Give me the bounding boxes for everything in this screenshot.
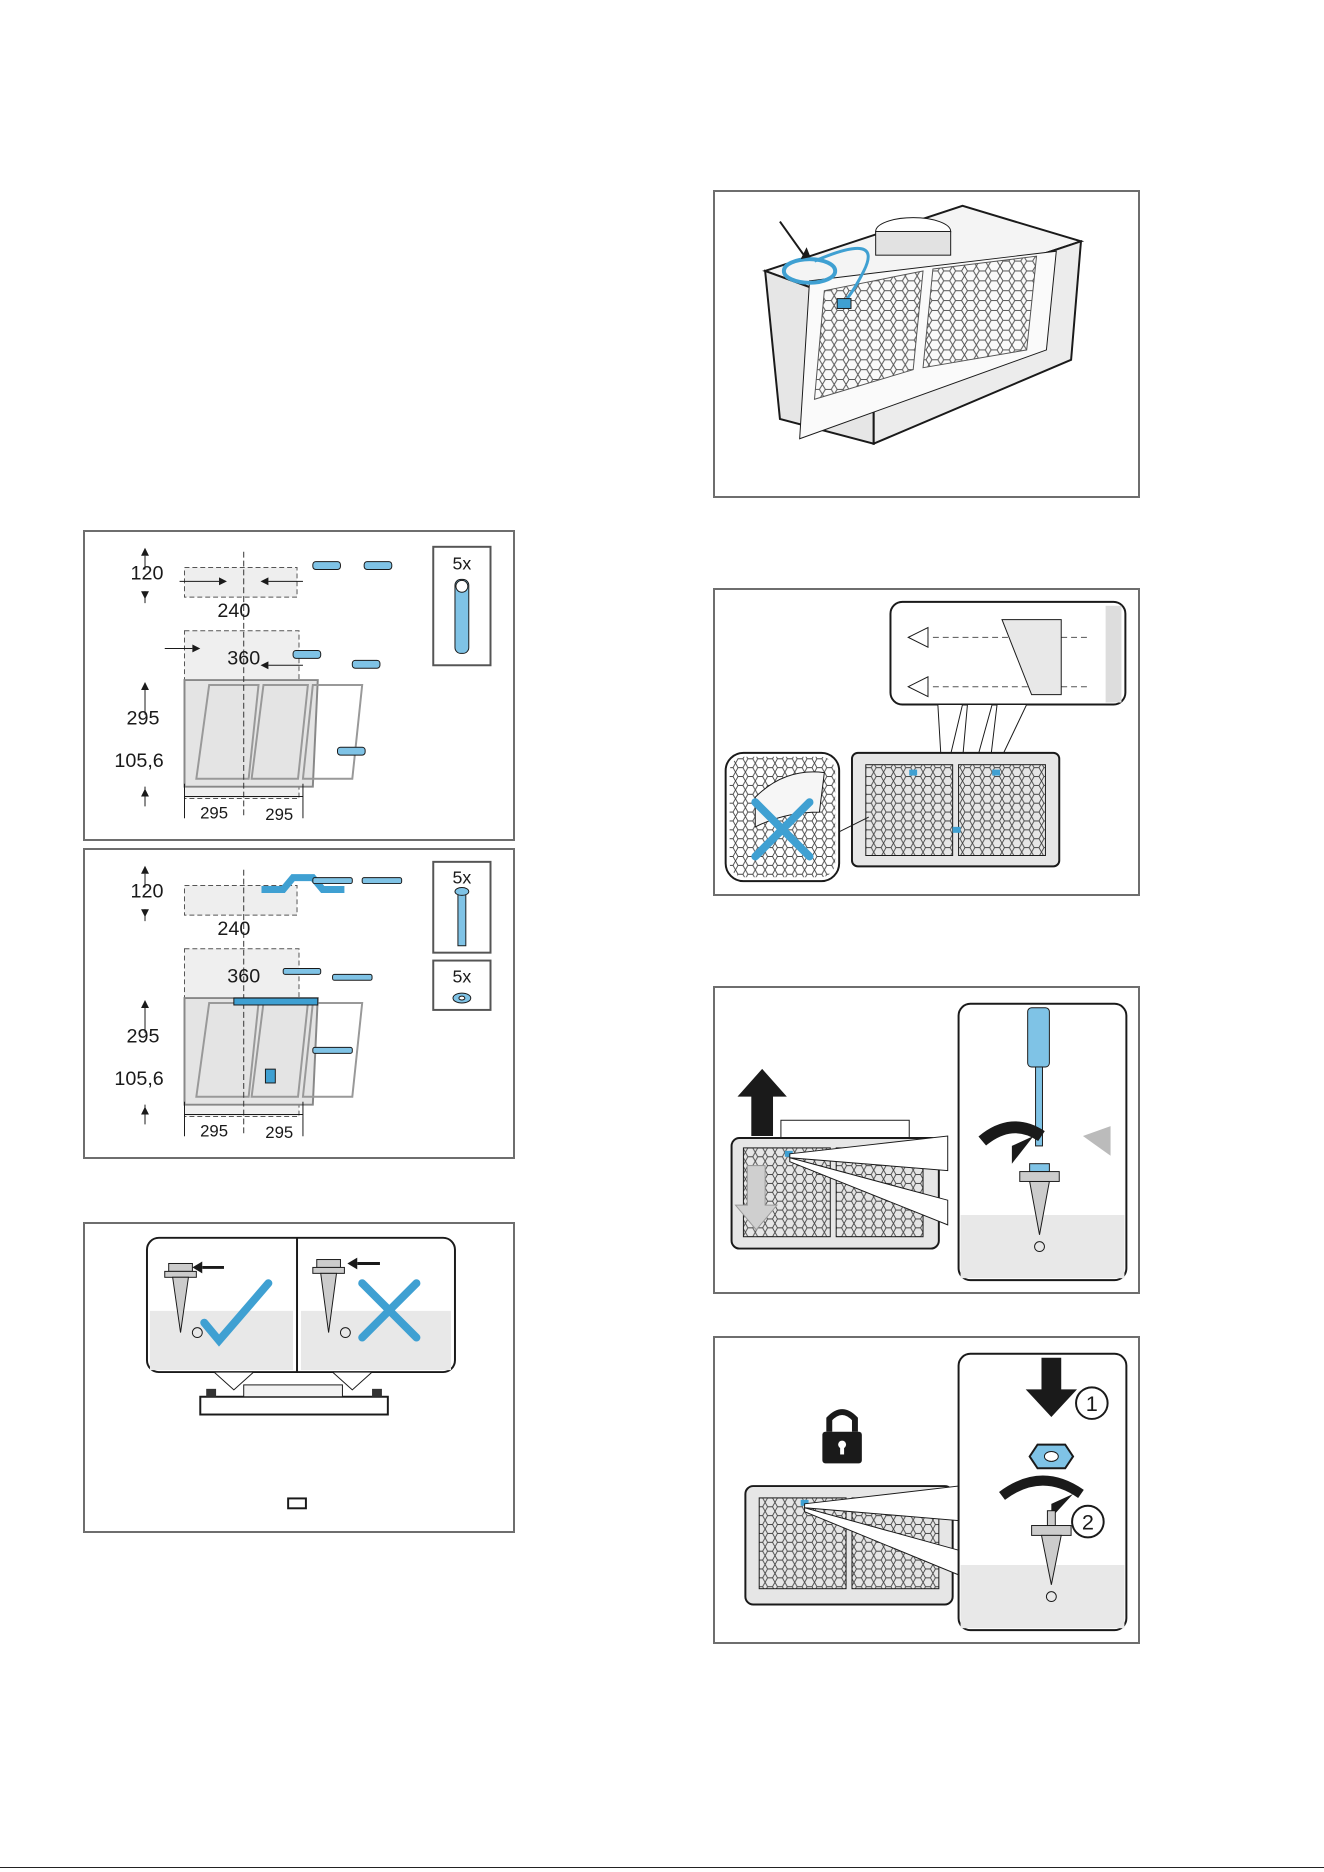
step-number-1: 1 [1086, 1391, 1098, 1416]
dim-240: 240 [217, 600, 250, 622]
screw-quantity-badge: 5x [453, 868, 472, 888]
padlock-icon [822, 1412, 861, 1463]
dim-295-bottom-left: 295 [200, 1121, 228, 1140]
page-bottom-rule [0, 1867, 1324, 1868]
dim-295-bottom-right: 295 [265, 1123, 293, 1142]
figure-leveling-check [83, 1222, 515, 1533]
dim-295-bottom-left: 295 [200, 803, 228, 822]
figure-hood-cable [713, 190, 1140, 498]
wall-plug-icon [455, 579, 469, 653]
dim-295-bottom-right: 295 [265, 805, 293, 824]
figure-drilling-template: 120 240 360 295 105,6 295 295 5x [83, 530, 515, 841]
step-number-2: 2 [1082, 1509, 1094, 1534]
washer-quantity-badge: 5x [453, 966, 472, 986]
dim-295: 295 [127, 1025, 160, 1047]
dim-120: 120 [131, 562, 164, 584]
filter-alignment-drawing [715, 590, 1138, 894]
figure-screw-adjustment [713, 986, 1140, 1294]
dim-295: 295 [127, 707, 160, 729]
drilling-template-drawing: 120 240 360 295 105,6 295 295 5x [85, 532, 513, 839]
dim-105-6: 105,6 [114, 1068, 163, 1090]
hood-cable-drawing [715, 192, 1138, 496]
mounting-screws-drawing: 120 240 360 295 105,6 295 295 5x 5x [85, 850, 513, 1157]
dim-360: 360 [227, 647, 260, 669]
level-symbol-icon [288, 1498, 306, 1508]
figure-filter-alignment [713, 588, 1140, 896]
screw-adjustment-drawing [715, 988, 1138, 1292]
dim-360: 360 [227, 965, 260, 987]
figure-nut-tightening: 1 2 [713, 1336, 1140, 1644]
dim-240: 240 [217, 918, 250, 940]
figure-mounting-screws: 120 240 360 295 105,6 295 295 5x 5x [83, 848, 515, 1159]
washer-icon [453, 993, 471, 1003]
leveling-check-drawing [85, 1224, 513, 1531]
dim-105-6: 105,6 [114, 750, 163, 772]
dim-120: 120 [131, 880, 164, 902]
quantity-badge: 5x [453, 554, 472, 574]
nut-tightening-drawing: 1 2 [715, 1338, 1138, 1642]
